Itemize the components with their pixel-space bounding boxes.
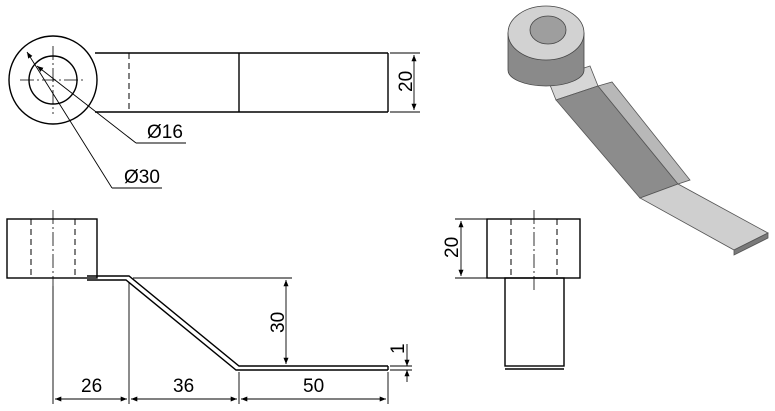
dim-len3: 50 (303, 376, 324, 397)
leader-d16 (36, 65, 137, 144)
top-view: 20 Ø16 Ø30 (8, 35, 420, 189)
dim-len1: 26 (81, 376, 102, 397)
dim-drop: 30 (268, 312, 289, 333)
front-view: 30 1 26 36 50 (6, 210, 412, 404)
strip-top-edge (87, 275, 388, 367)
dim-d16: Ø16 (147, 122, 183, 143)
dim-height-top: 20 (396, 71, 417, 92)
boss-outer-circle (8, 35, 98, 125)
dim-height-side: 20 (442, 237, 463, 258)
side-strip-rect (504, 277, 565, 367)
strip-bottom-edge (87, 279, 388, 371)
side-boss-rect (486, 218, 581, 279)
dim-thickness: 1 (388, 343, 409, 354)
side-view: 20 (442, 210, 581, 370)
boss-rect (6, 218, 98, 279)
strip-segment-3-edge (733, 232, 769, 256)
strip-segment-3 (639, 183, 769, 251)
dim-len2: 36 (173, 376, 194, 397)
boss-hole (529, 15, 567, 45)
isometric-view (507, 5, 769, 256)
dim-d30: Ø30 (124, 167, 160, 188)
leader-d30 (26, 51, 113, 189)
strip-segment-2-side (597, 81, 691, 185)
